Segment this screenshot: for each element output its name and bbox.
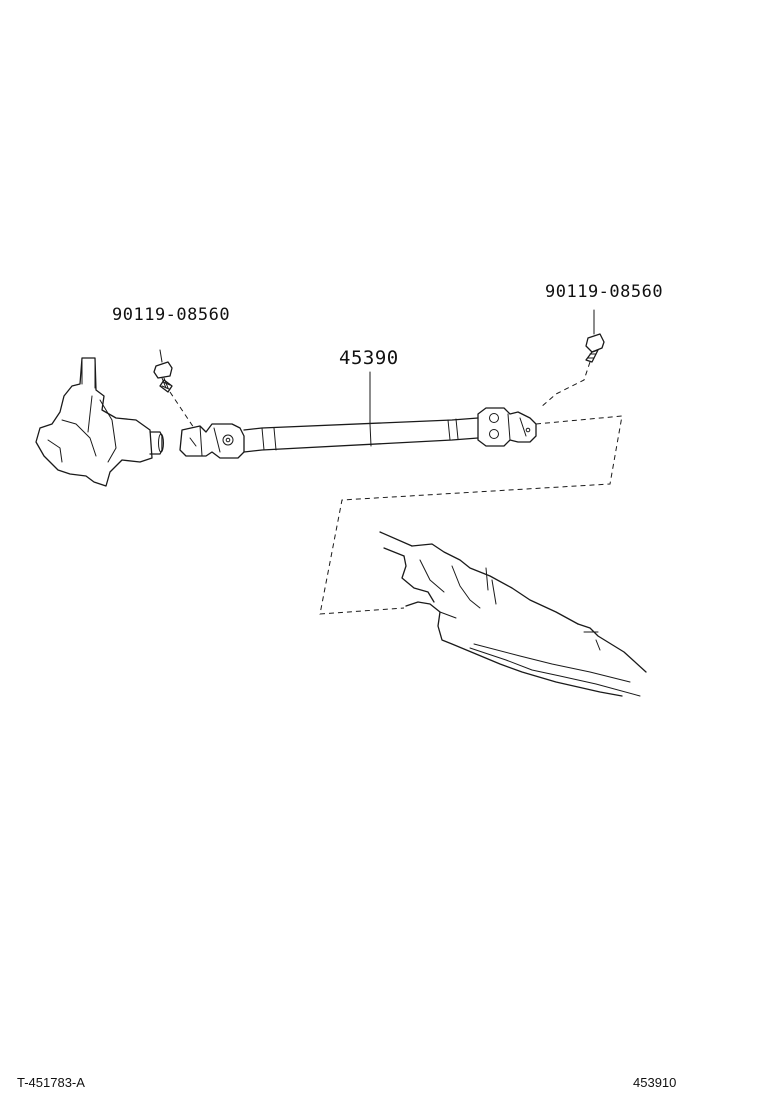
left-bolt <box>153 349 173 393</box>
intermediate-shaft <box>243 417 479 453</box>
right-universal-joint <box>477 407 537 447</box>
steering-gear-housing <box>35 357 164 487</box>
part-number-shaft: 45390 <box>339 347 399 369</box>
detail-box <box>319 415 623 615</box>
figure-number: 453910 <box>633 1075 677 1090</box>
part-number-bolt-right: 90119-08560 <box>545 282 664 302</box>
left-universal-joint <box>179 423 245 459</box>
illustration-code: T-451783-A <box>17 1075 85 1090</box>
right-bolt <box>585 309 605 363</box>
leader-left-bolt <box>169 391 195 429</box>
steering-column-detail <box>379 531 647 697</box>
leader-right-bolt <box>539 361 591 409</box>
part-number-bolt-left: 90119-08560 <box>112 305 231 325</box>
